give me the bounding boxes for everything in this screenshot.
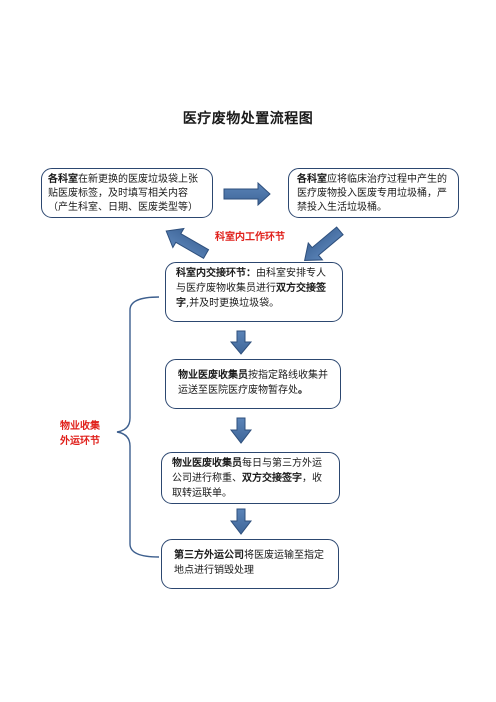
box-text: 按指定路线收集并运送至医院医疗废物暂存处 (178, 370, 328, 396)
box-strong: 物业医废收集员 (172, 458, 242, 469)
collector-box: 物业医废收集员按指定路线收集并运送至医院医疗废物暂存处。 (165, 359, 341, 409)
down-arrow-icon (229, 330, 253, 355)
dept-label-box: 各科室在新更换的医废垃圾袋上张贴医废标签，及时填写相关内容（产生科室、日期、医废… (41, 168, 213, 218)
box-text: 在新更换的医废垃圾袋上张贴医废标签，及时填写相关内容（产生科室、日期、医废类型等… (48, 174, 198, 213)
transport-stage-label: 物业收集 外运环节 (58, 419, 102, 449)
transport-stage-label-line-1: 物业收集 (60, 421, 100, 432)
box-text-2: ,并及时更换垃圾袋。 (186, 298, 280, 309)
box-text: 由科室安排专人与医疗废物收集员进行 (176, 268, 326, 294)
box-strong: 物业医废收集员 (178, 370, 248, 381)
down-left-arrow-icon (303, 226, 344, 261)
box-strong-2: 双方交接签字 (242, 473, 302, 484)
dept-sort-box: 各科室应将临床治疗过程中产生的医疗废物投入医废专用垃圾桶，严禁投入生活垃圾桶。 (288, 168, 459, 218)
box-strong: 各科室 (297, 174, 327, 185)
box-text: 将医废运输至指定地点进行销毁处理 (174, 550, 324, 576)
page-title: 医疗废物处置流程图 (182, 111, 314, 127)
down-arrow-icon (229, 417, 253, 444)
box-strong: 第三方外运公司 (174, 550, 244, 561)
dept-stage-label: 科室内工作环节 (215, 232, 285, 243)
box-strong-2: 双方交接签字 (176, 283, 326, 309)
left-bracket (116, 296, 160, 558)
down-arrow-icon (229, 508, 253, 535)
box-text-2: ，收取转运联单。 (172, 473, 322, 499)
right-arrow-icon (223, 181, 271, 207)
box-strong: 科室内交接环节： (176, 268, 256, 279)
up-left-arrow-icon (165, 227, 210, 260)
weigh-box: 物业医废收集员每日与第三方外运公司进行称重、双方交接签字，收取转运联单。 (161, 452, 340, 504)
box-strong: 各科室 (48, 174, 78, 185)
box-text: 应将临床治疗过程中产生的医疗废物投入医废专用垃圾桶，严禁投入生活垃圾桶。 (297, 174, 447, 213)
handover-box: 科室内交接环节：由科室安排专人与医疗废物收集员进行双方交接签字,并及时更换垃圾袋… (165, 262, 343, 322)
box-strong-2: 。 (298, 385, 308, 396)
box-text: 每日与第三方外运公司进行称重、 (172, 458, 322, 484)
third-party-box: 第三方外运公司将医废运输至指定地点进行销毁处理 (161, 539, 339, 589)
transport-stage-label-line-2: 外运环节 (60, 436, 100, 447)
